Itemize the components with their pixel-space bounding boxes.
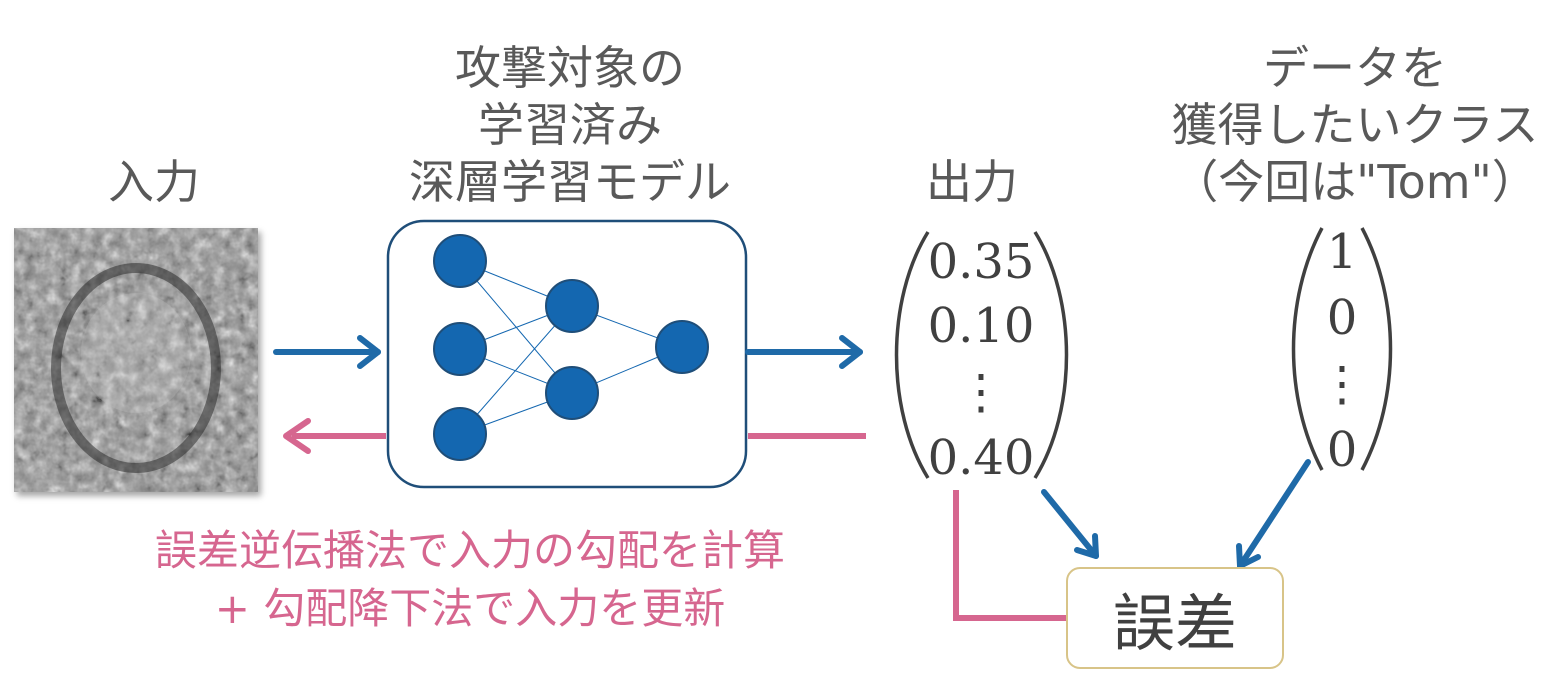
- target-label-line1: データを: [1263, 41, 1447, 95]
- target-left-paren: [1291, 227, 1324, 471]
- model-label-line3: 深層学習モデル: [409, 155, 731, 209]
- input-image: [14, 228, 258, 492]
- input-noise-graphic: [14, 228, 258, 492]
- output-value-4: 0.40: [927, 430, 1035, 486]
- output-left-paren: [894, 231, 930, 479]
- input-node-1: [433, 234, 487, 288]
- input-node-3: [433, 407, 487, 461]
- hidden-node-1: [545, 279, 599, 333]
- target-label-line2: 獲得したいクラス: [1171, 98, 1539, 152]
- output-right-paren: [1033, 231, 1069, 479]
- target-value-4: 0: [1326, 422, 1358, 478]
- caption-line1: 誤差逆伝播法で入力の勾配を計算: [154, 526, 785, 575]
- target-value-2: 0: [1326, 290, 1358, 346]
- output-value-2: 0.10: [927, 298, 1035, 354]
- input-node-2: [433, 322, 487, 376]
- model-label-line2: 学習済み: [478, 98, 662, 152]
- target-value-3: ⋮: [1318, 356, 1366, 412]
- model-label-line1: 攻撃対象の: [455, 41, 685, 95]
- caption-line2: + 勾配降下法で入力を更新: [214, 584, 726, 633]
- output-to-error-arrow: [1041, 489, 1099, 559]
- target-right-paren: [1360, 227, 1393, 471]
- error-return-line: [953, 490, 1066, 621]
- input-label: 入力: [108, 155, 200, 209]
- output-value-1: 0.35: [927, 234, 1035, 290]
- hidden-node-2: [545, 366, 599, 420]
- target-value-1: 1: [1326, 224, 1358, 280]
- output-label: 出力: [926, 155, 1018, 209]
- output-node: [655, 320, 709, 374]
- error-box: 誤差: [1066, 567, 1284, 669]
- error-label: 誤差: [1112, 587, 1237, 660]
- target-to-error-arrow: [1237, 459, 1311, 569]
- output-value-3: ⋮: [957, 364, 1005, 420]
- target-label-line3: （今回は"Tom"）: [1172, 155, 1538, 209]
